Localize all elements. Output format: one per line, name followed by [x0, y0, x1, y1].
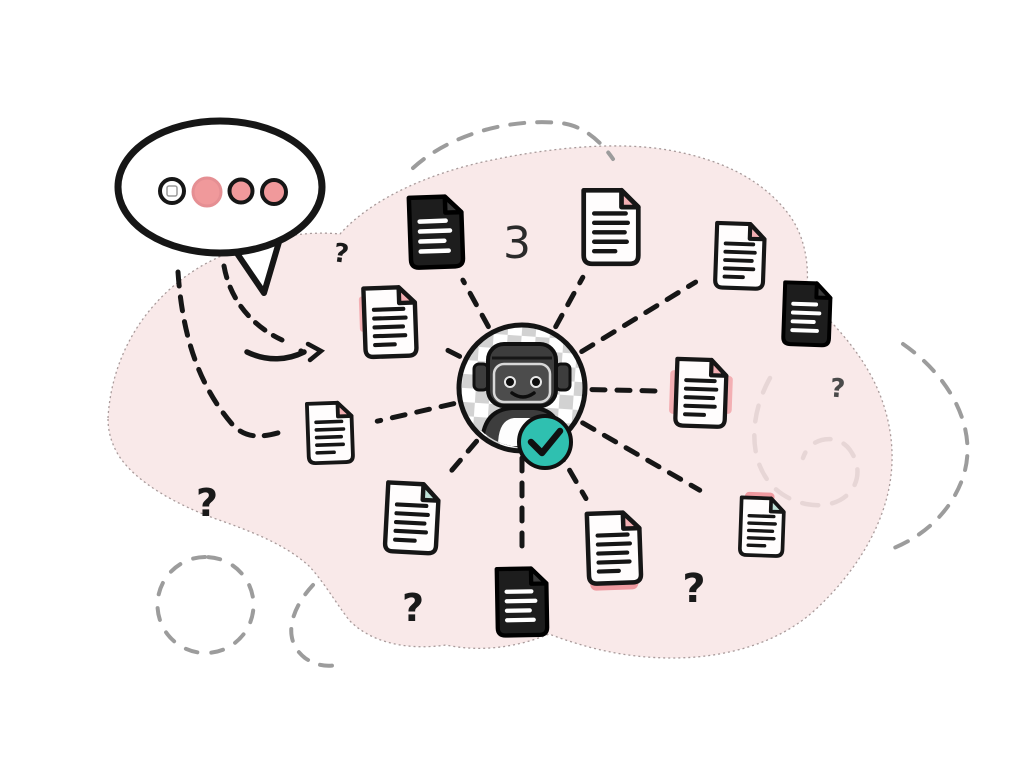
- document-icon-right-top: [713, 220, 767, 291]
- spoke-to-top-left-dark: [460, 277, 491, 330]
- dashed-arc-top: [411, 120, 615, 170]
- spoke-to-bottom-left: [445, 438, 480, 478]
- spoke-to-top-center: [553, 274, 586, 330]
- arrow-head-icon: [305, 341, 326, 363]
- numeral-3: 3: [503, 218, 531, 269]
- hub-spokes: [374, 274, 703, 550]
- spoke-to-right-top: [579, 279, 699, 355]
- hub-avatar: [456, 322, 588, 470]
- document-icon-right-middle: [669, 356, 733, 429]
- document-icon-top-left-dark: [406, 194, 466, 270]
- typing-dot: [191, 176, 223, 208]
- document-icon-far-right-dark: [781, 280, 833, 348]
- typing-dot: [260, 178, 288, 206]
- dashed-circle-bottom-left: [155, 555, 256, 655]
- arrow-swoosh: [244, 349, 307, 362]
- document-icon-left: [304, 400, 355, 466]
- document-icon-top-center: [581, 187, 641, 267]
- document-icon-bottom-dark: [494, 566, 550, 638]
- decor-dashes: [155, 120, 970, 668]
- dashed-curve-long: [175, 269, 291, 439]
- documents-layer: [304, 187, 833, 638]
- spoke-to-right-middle: [589, 387, 670, 394]
- dashed-spiral-right: [752, 375, 860, 508]
- question-mark: ?: [332, 238, 351, 270]
- typing-dot: [227, 177, 255, 205]
- dashed-arc-bottom-left: [289, 583, 338, 668]
- document-icon-left-upper: [358, 285, 419, 360]
- check-badge-icon: [517, 414, 573, 470]
- typing-dots-speech-bubble: [114, 117, 326, 296]
- spoke-to-left-upper: [436, 343, 463, 359]
- robot-avatar-icon: [472, 342, 572, 447]
- text-marks: 3?????: [196, 218, 846, 630]
- spoke-to-bottom-right: [580, 420, 703, 493]
- question-mark: ?: [402, 586, 424, 630]
- document-icon-bottom-right: [738, 491, 786, 558]
- dashed-curve-short: [221, 263, 285, 343]
- question-mark: ?: [829, 374, 846, 405]
- typing-dot-highlight: [166, 185, 178, 197]
- question-mark: ?: [682, 566, 705, 612]
- bubble-flow-curves: [175, 263, 326, 439]
- document-icon-bottom-center: [584, 510, 644, 591]
- spoke-to-left: [374, 401, 457, 424]
- question-mark: ?: [196, 481, 218, 525]
- dashed-arc-right: [892, 342, 970, 550]
- arrow-dot: [298, 348, 304, 354]
- document-icon-bottom-left: [382, 480, 441, 556]
- typing-dots: [158, 176, 288, 208]
